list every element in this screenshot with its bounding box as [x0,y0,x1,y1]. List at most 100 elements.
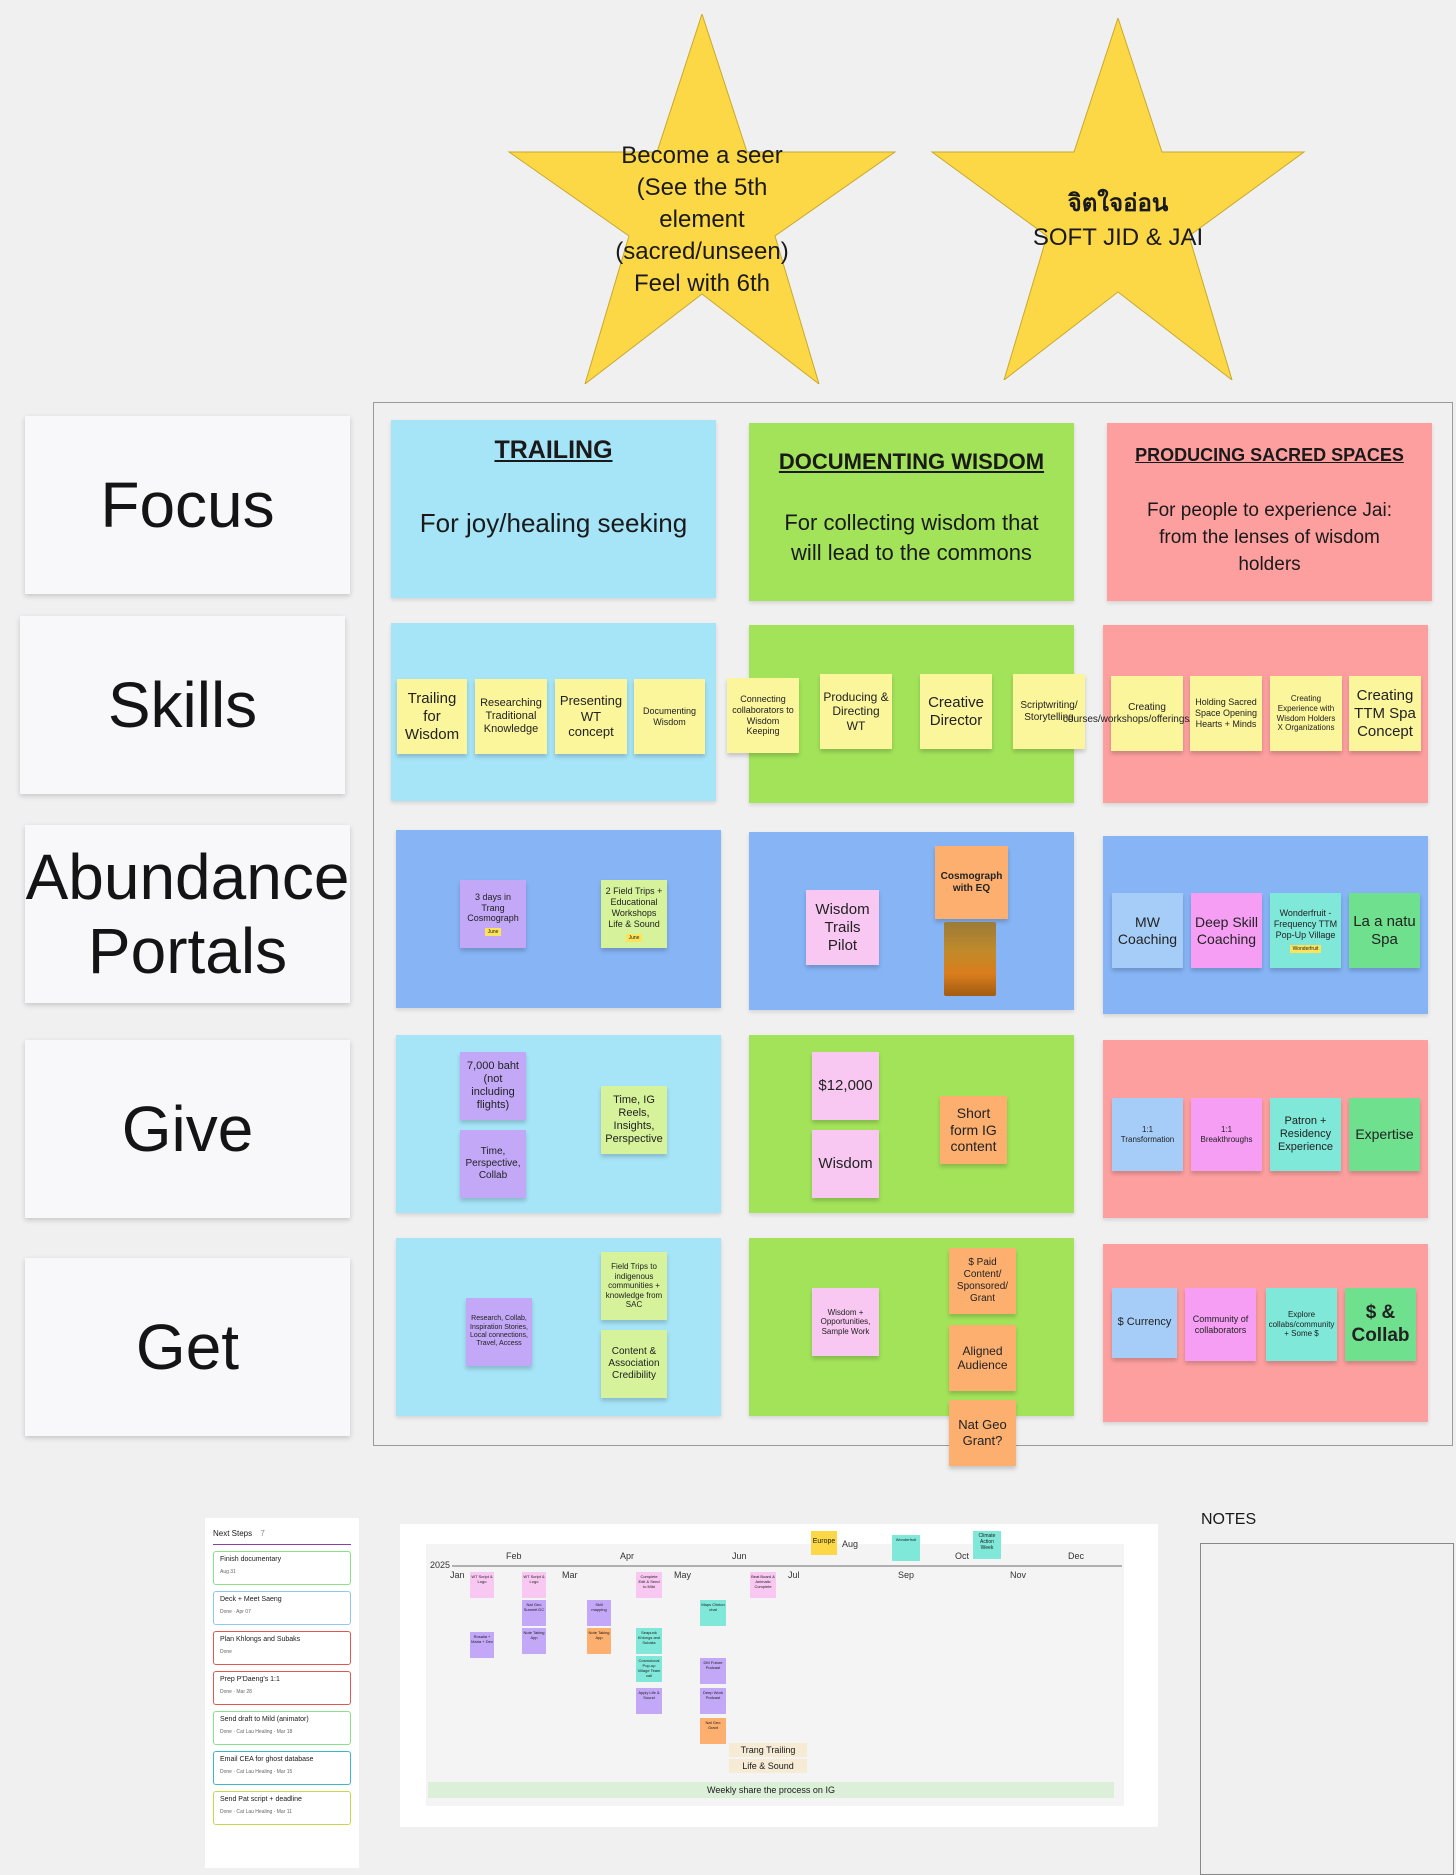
portal-sticky[interactable]: 3 days in Trang Cosmograph June [460,880,526,948]
get-sticky[interactable]: Community of collaborators [1185,1288,1256,1361]
focus-trailing-panel[interactable]: TRAILING For joy/healing seeking [391,420,716,598]
skill-sticky[interactable]: Creating courses/workshops/offerings/ses… [1063,676,1231,751]
focus-title: TRAILING [494,436,613,464]
give-documenting-panel[interactable] [749,1035,1074,1213]
portal-sticky[interactable]: Wonderfruit - Frequency TTM Pop-Up Villa… [1270,893,1341,968]
portal-sticky[interactable]: Deep Skill Coaching [1191,893,1262,968]
portal-sticky[interactable]: Cosmograph with EQ [935,846,1008,919]
give-sticky[interactable]: Patron + Residency Experience [1270,1098,1341,1171]
get-sticky[interactable]: Aligned Audience [949,1325,1016,1391]
date-tag: June [625,933,643,942]
next-steps-count: 7 [260,1529,265,1538]
give-sticky[interactable]: Wisdom [812,1130,879,1198]
give-trailing-panel[interactable] [396,1035,721,1213]
timeline-month: Jan [450,1570,465,1580]
get-sticky[interactable]: Explore collabs/community + Some $ [1266,1288,1337,1361]
timeline-chip[interactable]: Maps Clinton chat [700,1600,726,1626]
timeline-chip[interactable]: WT Script & Logo [522,1572,546,1598]
focus-title: PRODUCING SACRED SPACES [1135,445,1404,465]
timeline-chip[interactable]: Rosalia + Maria + Dev [470,1632,494,1658]
get-sticky[interactable]: $ Paid Content/ Sponsored/ Grant [949,1248,1016,1314]
next-step-item[interactable]: Send draft to Mild (animator)Done · Cat … [213,1711,351,1745]
skill-sticky[interactable]: Connecting collaborators to Wisdom Keepi… [727,678,799,753]
date-tag: Wonderfruit [1289,944,1322,953]
timeline-bar-weekly[interactable]: Weekly share the process on IG [428,1782,1114,1798]
timeline-chip[interactable]: DM Future Podcast [700,1658,726,1684]
skill-sticky[interactable]: Creating Experience with Wisdom Holders … [1270,676,1342,751]
star-line: element [659,206,745,233]
get-sticky[interactable]: $ & Collab [1345,1288,1416,1361]
timeline-event[interactable]: Wonderfruit [892,1535,920,1561]
focus-subtitle: For collecting wisdom that will lead to … [784,510,1039,565]
star-line: (sacred/unseen) [615,238,789,265]
sticky-text: 3 days in Trang Cosmograph [467,891,519,924]
notes-box[interactable] [1200,1543,1454,1875]
give-sticky[interactable]: Time, IG Reels, Insights, Perspective [601,1086,667,1154]
get-trailing-panel[interactable] [396,1238,721,1416]
next-steps-title: Next Steps [213,1529,253,1538]
skill-sticky[interactable]: Producing & Directing WT [820,674,892,749]
give-sticky[interactable]: Expertise [1349,1098,1420,1171]
timeline-axis [452,1565,1122,1567]
timeline-chip[interactable]: Nat Geo Summit DC [522,1600,546,1626]
give-sticky[interactable]: 7,000 baht (not including flights) [460,1052,526,1120]
portal-sticky[interactable]: La a natu Spa [1349,893,1420,968]
portal-sticky[interactable]: Wisdom Trails Pilot [806,890,879,965]
timeline-chip[interactable]: Cosmolocal Pop-up Village Team call [636,1656,662,1682]
skill-sticky[interactable]: Creative Director [920,674,992,749]
give-sticky[interactable]: $12,000 [812,1052,879,1120]
timeline-chip[interactable]: Skill mapping [587,1600,611,1626]
portal-sticky[interactable]: MW Coaching [1112,893,1183,968]
timeline-chip[interactable]: Deep Work Podcast [700,1688,726,1714]
skill-sticky[interactable]: Scriptwriting/ Storytelling [1013,674,1085,749]
get-sticky[interactable]: Research, Collab, Inspiration Stories, L… [466,1298,532,1366]
timeline-event[interactable]: Europe [811,1531,837,1555]
portal-sticky[interactable]: 2 Field Trips + Educational Workshops Li… [601,880,667,948]
get-sticky[interactable]: Wisdom + Opportunities, Sample Work [812,1288,879,1356]
focus-producing-panel[interactable]: PRODUCING SACRED SPACES For people to ex… [1107,423,1432,601]
skill-sticky[interactable]: Holding Sacred Space Opening Hearts + Mi… [1190,676,1262,751]
skill-sticky[interactable]: Trailing for Wisdom [397,679,467,754]
timeline-chip[interactable]: Complete Edit & Send to Mild [636,1572,662,1598]
timeline-chip[interactable]: Beat Board & Animatic Complete [750,1572,776,1598]
get-sticky[interactable]: Content & Association Credibility [601,1330,667,1398]
timeline-bar-trang[interactable]: Trang Trailing [729,1743,807,1757]
get-sticky[interactable]: Field Trips to indigenous communities + … [601,1252,667,1320]
timeline-chip[interactable]: Apply Life & Sound [636,1688,662,1714]
timeline-month: Nov [1010,1570,1027,1580]
skill-sticky[interactable]: Researching Traditional Knowledge [475,679,547,754]
skill-sticky[interactable]: Presenting WT concept [555,679,627,754]
timeline-month: Jun [732,1551,747,1561]
star-shape [507,14,897,384]
timeline-chip[interactable]: Seapunk Khlongs and Subaks [636,1628,662,1654]
timeline-bar-life-sound[interactable]: Life & Sound [729,1759,807,1773]
skill-sticky[interactable]: Creating TTM Spa Concept [1349,676,1421,751]
goal-star-soft-jid-jai: จิตใจอ่อน SOFT JID & JAI [930,18,1306,380]
sticky-text: 2 Field Trips + Educational Workshops Li… [605,886,663,929]
portals-documenting-panel[interactable] [749,832,1074,1010]
timeline-chip[interactable]: Nat Geo Grant [700,1718,726,1744]
timeline-chip[interactable]: Note Taking App [522,1628,546,1654]
skill-sticky[interactable]: Documenting Wisdom [634,679,705,754]
focus-subtitle: For joy/healing seeking [419,508,688,538]
get-documenting-panel[interactable] [749,1238,1074,1416]
give-sticky[interactable]: Short form IG content [940,1096,1007,1164]
get-sticky[interactable]: Nat Geo Grant? [949,1400,1016,1466]
give-sticky[interactable]: Time, Perspective, Collab [460,1130,526,1198]
get-sticky[interactable]: $ Currency [1112,1288,1177,1358]
give-sticky[interactable]: 1:1 Transformation [1112,1098,1183,1171]
portals-trailing-panel[interactable] [396,830,721,1008]
focus-documenting-panel[interactable]: DOCUMENTING WISDOM For collecting wisdom… [749,423,1074,601]
give-sticky[interactable]: 1:1 Breakthroughs [1191,1098,1262,1171]
cosmograph-image[interactable] [944,922,996,996]
timeline-event[interactable]: Climate Action Week [973,1531,1001,1559]
timeline-chip[interactable]: Note Taking App [587,1628,611,1654]
timeline-chip[interactable]: WT Script & Logo [470,1572,494,1598]
